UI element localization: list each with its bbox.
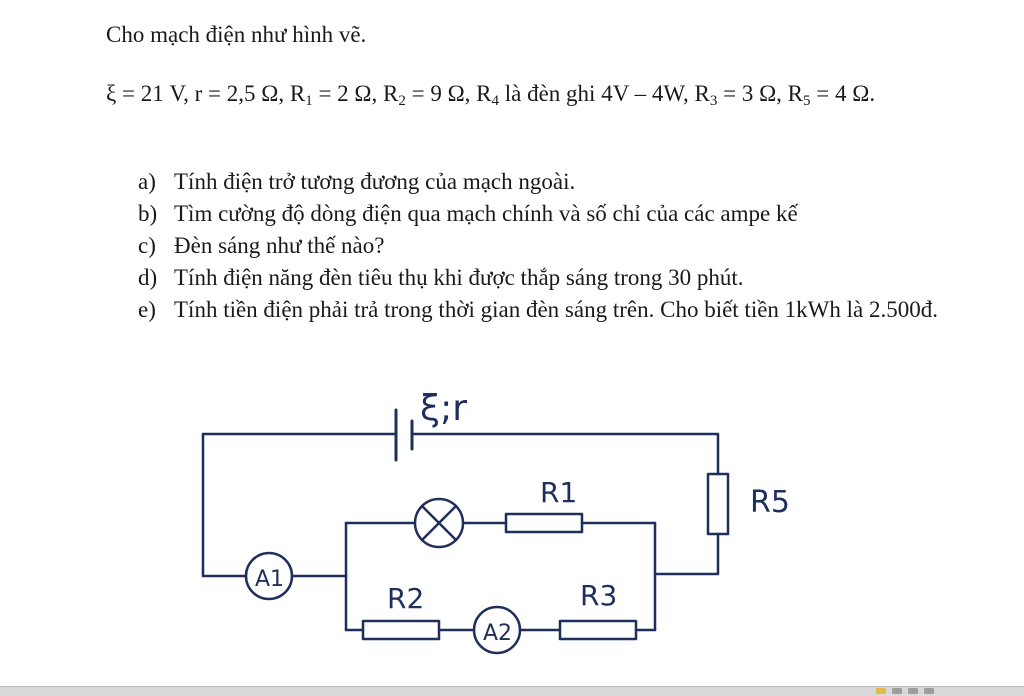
question-letter: c) [138, 233, 156, 258]
subscript: 2 [398, 93, 406, 109]
question-letter: b) [138, 201, 158, 226]
folder-icon[interactable] [876, 688, 886, 694]
r3-label: R3 [580, 579, 617, 612]
resistor-r2 [361, 619, 441, 641]
problem-intro: Cho mạch điện như hình vẽ. [106, 22, 367, 47]
question-d: d) Tính điện năng đèn tiêu thụ khi được … [138, 262, 958, 294]
app-icon[interactable] [892, 688, 902, 694]
question-text: Đèn sáng như thế nào? [174, 233, 385, 258]
ammeter-a2-icon [472, 605, 522, 655]
subscript: 1 [305, 93, 313, 109]
r2-label: R2 [387, 582, 424, 615]
question-letter: e) [138, 297, 156, 322]
resistor-r3 [558, 619, 638, 641]
wire-top-right [410, 432, 720, 476]
taskbar-strip [0, 686, 1024, 696]
app-icon[interactable] [908, 688, 918, 694]
question-text: Tìm cường độ dòng điện qua mạch chính và… [174, 201, 798, 226]
lamp-icon [413, 497, 465, 549]
question-c: c) Đèn sáng như thế nào? [138, 230, 958, 262]
a1-label: A1 [255, 567, 284, 592]
a2-label: A2 [483, 621, 512, 646]
given-text: = 2 Ω, R [312, 81, 399, 106]
ammeter-a1-icon [244, 551, 294, 601]
subscript: 5 [803, 93, 811, 109]
subscript: 4 [491, 93, 500, 109]
resistor-r5 [706, 472, 730, 536]
resistor-r1 [504, 512, 584, 534]
question-text: Tính điện năng đèn tiêu thụ khi được thắ… [174, 265, 744, 290]
given-text: là đèn ghi 4V – 4W, R [499, 81, 710, 106]
question-list: a) Tính điện trở tương đương của mạch ng… [138, 166, 958, 326]
question-e: e) Tính tiền điện phải trả trong thời gi… [138, 294, 958, 326]
given-text: ξ = 21 V, r = 2,5 Ω, R [106, 81, 306, 106]
r5-label: R5 [750, 485, 790, 520]
question-b: b) Tìm cường độ dòng điện qua mạch chính… [138, 198, 958, 230]
subscript: 3 [709, 93, 718, 109]
question-letter: a) [138, 169, 156, 194]
app-icon[interactable] [924, 688, 934, 694]
given-text: = 9 Ω, R [405, 81, 492, 106]
wire-right-r5 [653, 532, 720, 576]
question-text: Tính điện trở tương đương của mạch ngoài… [174, 169, 576, 194]
r1-label: R1 [540, 476, 577, 509]
given-text: = 4 Ω. [810, 81, 876, 106]
given-text: = 3 Ω, R [717, 81, 803, 106]
wire-left [201, 432, 248, 578]
question-text: Tính tiền điện phải trả trong thời gian … [174, 297, 938, 322]
question-letter: d) [138, 265, 158, 290]
given-values: ξ = 21 V, r = 2,5 Ω, R1 = 2 Ω, R2 = 9 Ω,… [106, 76, 956, 111]
source-label: ξ;r [420, 388, 467, 429]
question-a: a) Tính điện trở tương đương của mạch ng… [138, 166, 958, 198]
